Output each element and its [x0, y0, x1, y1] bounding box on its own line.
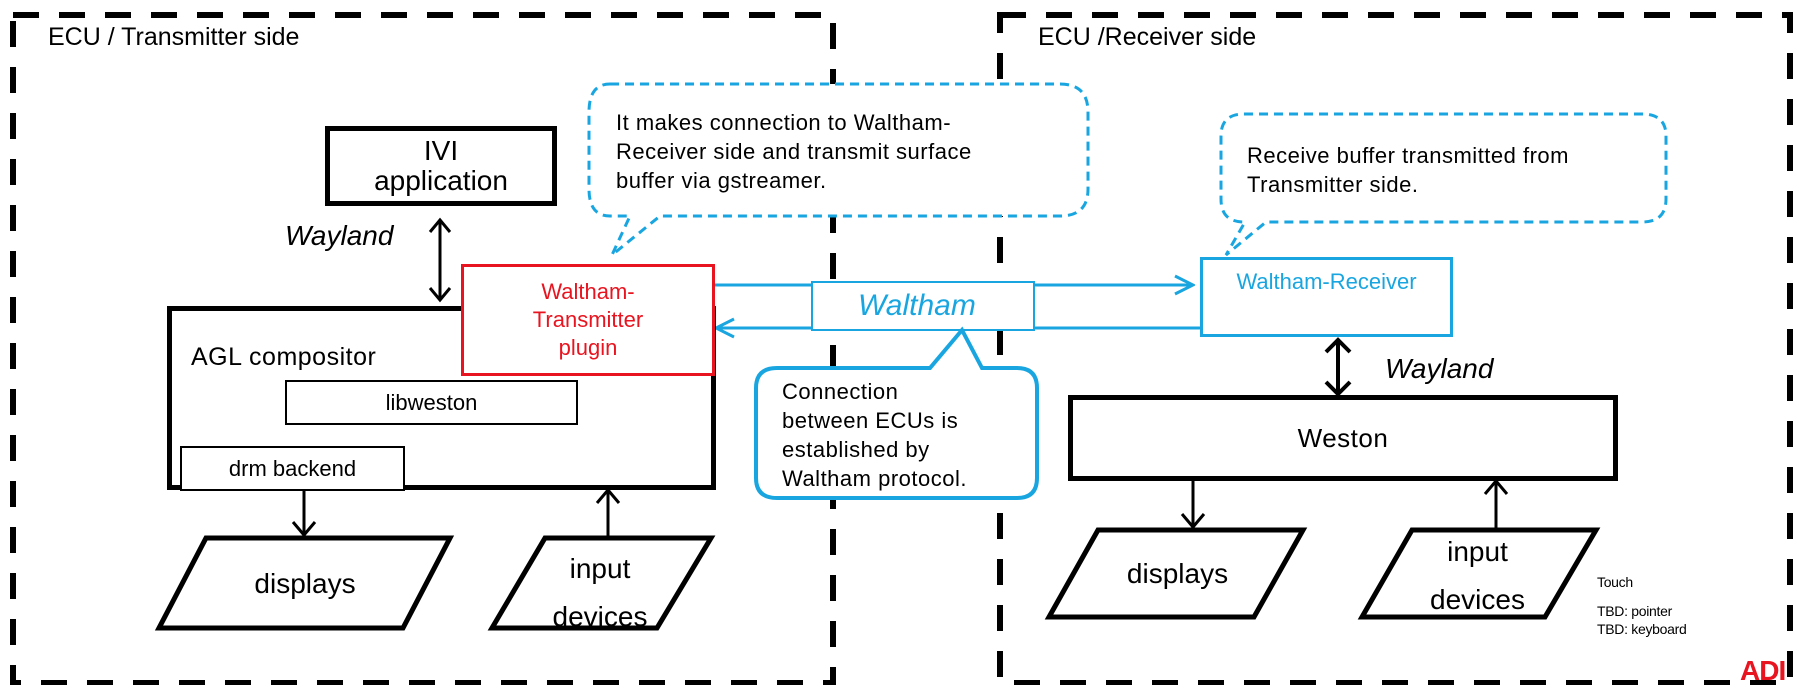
- waltham-transmitter-plugin-box: Waltham- Transmitter plugin: [461, 264, 715, 376]
- rx-input-devices-label: input devices: [1430, 536, 1525, 615]
- agl-compositor-label: AGL compositor: [191, 343, 377, 371]
- input-to-compositor-arrow-head: [595, 487, 621, 504]
- rx-input-note-touch: Touch: [1597, 574, 1633, 590]
- waltham-receiver-box[interactable]: Waltham-Receiver: [1200, 257, 1453, 337]
- waltham-protocol-frame: [811, 281, 1035, 331]
- tx-displays-shape: [154, 535, 455, 631]
- tx-callout-text: It makes connection to Waltham- Receiver…: [616, 110, 972, 193]
- tx-displays-label: displays: [254, 568, 356, 599]
- ivi-application-box: IVI application: [325, 126, 557, 206]
- rx-callout-bubble: [1219, 112, 1668, 257]
- receiver-region-title: ECU /Receiver side: [1038, 23, 1257, 51]
- tx-input-devices-shape: [487, 535, 716, 631]
- waltham-protocol-label: Waltham: [858, 289, 976, 322]
- transmitter-region-title: ECU / Transmitter side: [48, 23, 300, 51]
- wayland-label-transmitter: Wayland: [285, 220, 394, 251]
- wayland-label-receiver: Wayland: [1385, 353, 1494, 384]
- middle-callout-text: Connection between ECUs is established b…: [782, 379, 967, 491]
- rx-input-devices-shape: [1357, 527, 1601, 620]
- drm-backend-box: drm backend: [180, 446, 405, 491]
- wayland-arrow-head-up: [428, 217, 452, 233]
- middle-callout-bubble: [754, 326, 1039, 500]
- transmitter-region-frame: [10, 12, 836, 685]
- rx-input-note-pointer: TBD: pointer: [1597, 603, 1672, 619]
- tx-callout-bubble: [587, 82, 1090, 257]
- wayland-receiver-head-down: [1324, 380, 1352, 397]
- libweston-box: libweston: [285, 380, 578, 425]
- company-logo: ADI: [1740, 655, 1786, 686]
- rx-displays-shape: [1044, 527, 1308, 620]
- weston-to-displays-arrow-head: [1180, 513, 1206, 530]
- drm-to-displays-arrow-head: [291, 521, 317, 538]
- weston-box: Weston: [1068, 395, 1618, 481]
- rx-callout-text: Receive buffer transmitted from Transmit…: [1247, 143, 1569, 197]
- input-to-weston-arrow-head: [1483, 478, 1509, 495]
- receiver-region-frame: [997, 12, 1793, 685]
- rx-input-note-keyboard: TBD: keyboard: [1597, 621, 1687, 637]
- rx-displays-label: displays: [1126, 558, 1229, 589]
- wayland-arrow-head-down: [428, 287, 452, 303]
- tx-input-devices-label: input devices: [552, 553, 648, 632]
- wayland-receiver-head-up: [1324, 337, 1352, 354]
